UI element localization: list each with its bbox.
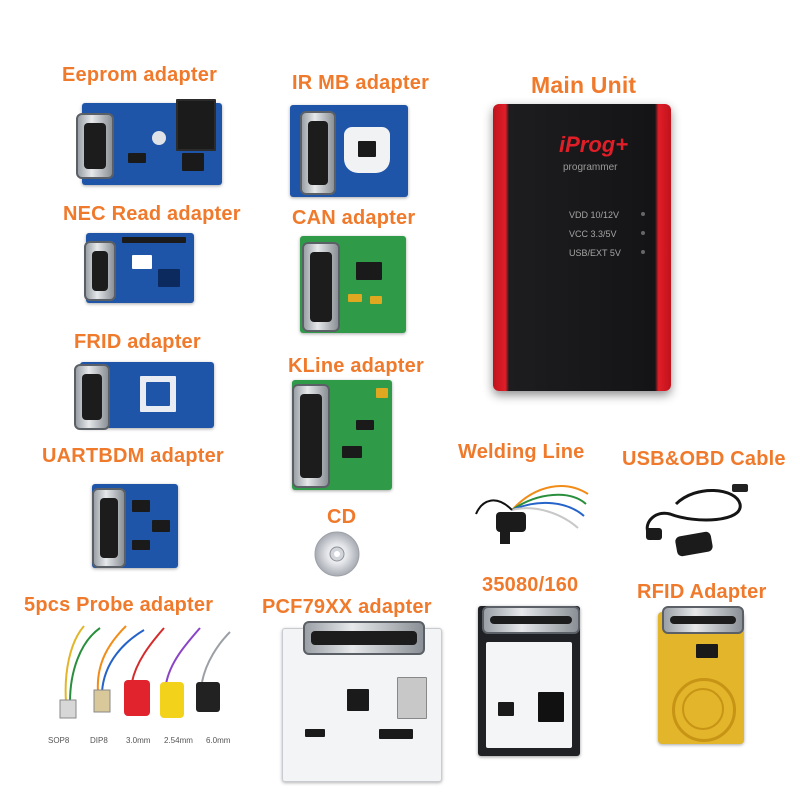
- probe-tag-sop8: SOP8: [48, 736, 70, 745]
- led-indicator-2: [641, 231, 645, 235]
- usb-obd-cable-label: USB&OBD Cable: [622, 448, 786, 470]
- ir-mb-adapter-label: IR MB adapter: [292, 72, 430, 94]
- usb-obd-cable-image: [645, 484, 748, 557]
- welding-line-label: Welding Line: [458, 441, 585, 463]
- eeprom-adapter-label: Eeprom adapter: [62, 64, 218, 86]
- frid-adapter-image: [74, 362, 214, 430]
- device-led-2: VCC 3.3/5V: [569, 229, 617, 239]
- can-adapter-image: [300, 236, 406, 333]
- ir-mb-adapter-image: [290, 105, 408, 197]
- rfid-adapter-label: RFID Adapter: [637, 581, 767, 603]
- pcf79xx-adapter-image: [282, 621, 442, 782]
- probe-tag-dip8: DIP8: [90, 736, 108, 745]
- cd-image: [314, 531, 360, 577]
- uartbdm-adapter-image: [92, 484, 178, 568]
- uartbdm-adapter-label: UARTBDM adapter: [42, 445, 224, 467]
- rfid-adapter-image: [658, 606, 744, 744]
- cd-label: CD: [327, 506, 357, 528]
- device-led-3: USB/EXT 5V: [569, 248, 621, 258]
- frid-adapter-label: FRID adapter: [74, 331, 201, 353]
- pcf79xx-adapter-label: PCF79XX adapter: [262, 596, 432, 618]
- welding-line-image: [475, 485, 589, 544]
- eeprom-adapter-image: [76, 99, 222, 185]
- probe-cables-drawing: [59, 625, 231, 719]
- device-brand-text: iProg+: [559, 132, 629, 157]
- chip-35080-label: 35080/160: [482, 574, 579, 596]
- led-indicator-1: [641, 212, 645, 216]
- can-adapter-label: CAN adapter: [292, 207, 416, 229]
- nec-read-adapter-image: [84, 233, 194, 303]
- nec-read-adapter-label: NEC Read adapter: [63, 203, 241, 225]
- kline-adapter-image: [292, 380, 392, 490]
- probe-adapters-image: SOP8 DIP8 3.0mm 2.54mm 6.0mm: [40, 622, 246, 756]
- device-led-1: VDD 10/12V: [569, 210, 620, 220]
- probe-tag-254mm: 2.54mm: [164, 736, 193, 745]
- led-indicator-3: [641, 250, 645, 254]
- iprog-main-unit-image: iProg+ programmer VDD 10/12V VCC 3.3/5V …: [493, 104, 671, 391]
- chip-35080-adapter-image: [478, 606, 580, 756]
- probe-tag-6mm: 6.0mm: [206, 736, 231, 745]
- main-unit-label: Main Unit: [531, 72, 637, 98]
- probe-adapter-label: 5pcs Probe adapter: [24, 594, 214, 616]
- probe-tag-3mm: 3.0mm: [126, 736, 151, 745]
- device-subtitle-text: programmer: [563, 162, 618, 173]
- kline-adapter-label: KLine adapter: [288, 355, 424, 377]
